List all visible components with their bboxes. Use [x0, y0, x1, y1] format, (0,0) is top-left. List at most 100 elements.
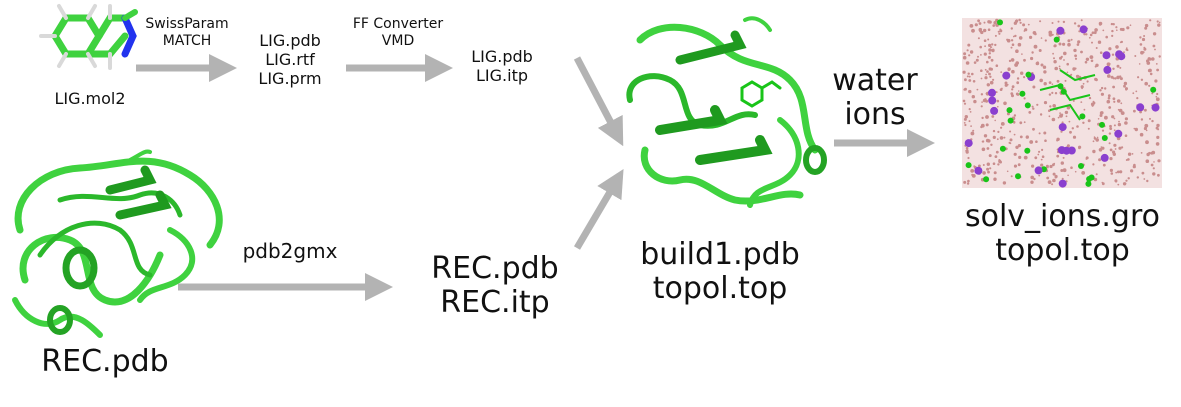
water-molecule [1096, 136, 1099, 139]
water-molecule [989, 167, 992, 170]
water-molecule [990, 46, 993, 48]
water-molecule [1113, 129, 1116, 132]
protein-ligand-complex-icon [626, 16, 827, 208]
water-molecule [1003, 136, 1006, 139]
water-molecule [967, 43, 971, 47]
water-molecule [1088, 36, 1091, 39]
water-molecule [1018, 18, 1021, 22]
water-molecule [1120, 111, 1125, 115]
water-molecule [1017, 144, 1022, 148]
water-molecule [984, 76, 988, 80]
water-molecule [1013, 114, 1017, 117]
water-molecule [1108, 132, 1112, 135]
water-molecule [980, 125, 983, 129]
water-molecule [970, 169, 975, 173]
water-molecule [1013, 152, 1017, 156]
ligand-param-outputs: LIG.pdb LIG.rtf LIG.prm [258, 31, 322, 88]
water-molecule [1123, 81, 1128, 86]
water-molecule [1019, 21, 1022, 24]
water-molecule [986, 147, 990, 150]
ion-purple [1058, 123, 1067, 132]
ion-green [1101, 135, 1108, 141]
water-molecule [1150, 163, 1154, 167]
water-molecule [1023, 155, 1028, 160]
water-molecule [1023, 97, 1026, 100]
receptor-outputs: REC.pdb REC.itp [431, 251, 559, 320]
water-molecule [1067, 39, 1071, 43]
water-molecule [997, 105, 999, 108]
water-molecule [1013, 133, 1016, 136]
ion-green [1079, 113, 1086, 120]
water-molecule [1028, 111, 1032, 114]
water-molecule [1131, 153, 1134, 155]
water-molecule [1152, 167, 1155, 170]
water-molecule [989, 80, 994, 85]
water-molecule [963, 122, 966, 124]
water-molecule [1060, 169, 1064, 172]
water-molecule [1070, 38, 1073, 41]
water-molecule [1062, 168, 1067, 173]
water-molecule [1084, 60, 1088, 64]
water-molecule [1008, 59, 1012, 63]
water-molecule [1156, 92, 1159, 96]
water-molecule [1117, 122, 1122, 127]
water-molecule [1150, 151, 1154, 155]
ion-purple [974, 166, 983, 175]
receptor-tool: pdb2gmx [242, 239, 338, 263]
water-molecule [980, 105, 983, 108]
water-molecule [1015, 49, 1019, 53]
arrows [136, 54, 935, 301]
water-molecule [1149, 72, 1153, 76]
ion-green [1025, 71, 1032, 78]
water-molecule [1094, 28, 1098, 32]
water-molecule [1060, 113, 1064, 117]
water-molecule [1007, 83, 1009, 86]
water-molecule [986, 83, 990, 87]
water-molecule [980, 54, 982, 56]
water-molecule [1017, 42, 1022, 47]
water-molecule [1109, 127, 1113, 130]
water-molecule [1022, 23, 1026, 27]
water-molecule [990, 58, 994, 62]
water-molecule [1076, 43, 1080, 46]
water-molecule [983, 21, 986, 24]
water-molecule [1051, 183, 1054, 186]
water-molecule [1114, 180, 1118, 183]
water-molecule [977, 37, 980, 40]
water-molecule [1116, 170, 1120, 174]
water-molecule [1040, 163, 1044, 167]
water-molecule [1080, 19, 1083, 22]
water-molecule [1144, 108, 1147, 112]
ion-green [1150, 86, 1157, 93]
water-molecule [1047, 166, 1049, 169]
water-molecule [1117, 108, 1120, 111]
water-molecule [1029, 140, 1034, 144]
water-molecule [978, 164, 981, 168]
water-molecule [1038, 49, 1042, 52]
water-molecule [1032, 127, 1035, 131]
water-molecule [1074, 54, 1077, 58]
water-molecule [1152, 32, 1157, 36]
water-molecule [1014, 19, 1019, 23]
ion-purple [1114, 129, 1123, 138]
water-molecule [973, 99, 977, 104]
water-molecule [1053, 162, 1056, 165]
water-molecule [986, 167, 990, 171]
water-molecule [1085, 57, 1090, 61]
water-molecule [1038, 150, 1041, 153]
water-molecule [1108, 142, 1111, 145]
water-molecule [1124, 117, 1128, 121]
water-molecule [978, 27, 983, 32]
ion-purple [988, 96, 997, 105]
water-molecule [1137, 76, 1140, 79]
water-molecule [1010, 58, 1015, 62]
water-molecule [992, 162, 996, 165]
water-molecule [1031, 51, 1034, 54]
water-molecule [985, 99, 989, 103]
water-molecule [1019, 135, 1023, 139]
water-molecule [1113, 124, 1116, 127]
water-molecule [986, 60, 989, 64]
water-molecule [1024, 28, 1028, 32]
water-molecule [1090, 102, 1095, 107]
water-molecule [1083, 108, 1086, 111]
